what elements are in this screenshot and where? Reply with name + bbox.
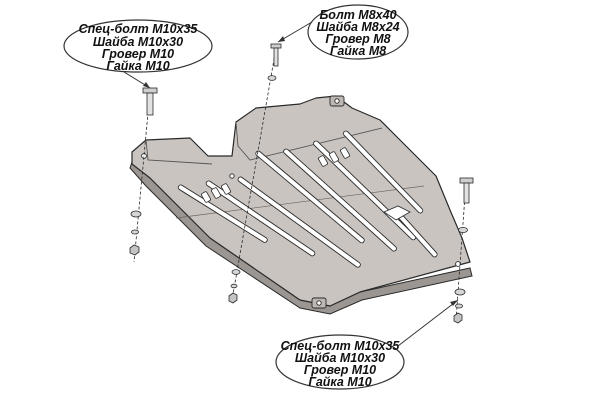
- callout-line: Гровер M10: [102, 47, 174, 61]
- arrowhead: [143, 82, 150, 88]
- vent: [340, 147, 350, 159]
- plate-body: [131, 95, 471, 307]
- spring-washer: [131, 229, 139, 235]
- plate-fold-line: [145, 139, 213, 165]
- callout-top-right: Болт M8x40 Шайба M8x24 Гровер M8 Гайка M…: [307, 4, 409, 60]
- spring-washer: [230, 283, 238, 289]
- bolt-shank: [463, 182, 470, 204]
- bolt-hole: [334, 98, 340, 104]
- slot: [205, 180, 316, 257]
- spring-washer: [455, 303, 463, 309]
- axis-line: [455, 181, 467, 321]
- mounting-tabs: [141, 95, 461, 309]
- skid-plate: [129, 95, 473, 315]
- vent: [318, 155, 328, 167]
- nut: [453, 312, 463, 324]
- callout-line: Гайка M10: [106, 59, 169, 73]
- callout-line: Гровер M10: [304, 363, 376, 377]
- bolt-head: [270, 43, 282, 49]
- callout-line: Болт M8x40: [319, 8, 396, 22]
- callout-line: Шайба M10x30: [93, 35, 183, 49]
- callout-top-left: Спец-болт M10x35 Шайба M10x30 Гровер M10…: [63, 19, 213, 73]
- callout-line: Гайка M8: [330, 44, 386, 58]
- leader-line-bottom: [397, 299, 459, 347]
- plate-vents: [201, 147, 411, 221]
- callout-line: Гровер M8: [325, 32, 390, 46]
- washer: [458, 226, 468, 233]
- callout-line: Шайба M8x24: [316, 20, 399, 34]
- callout-line: Шайба M10x30: [295, 351, 385, 365]
- slot: [255, 150, 365, 244]
- nut: [228, 292, 238, 304]
- callout-bubble: [275, 334, 405, 390]
- washer: [130, 210, 142, 218]
- washer: [267, 75, 277, 81]
- slot: [342, 130, 424, 214]
- bolt-hole: [316, 300, 322, 306]
- vent: [211, 187, 221, 199]
- fastener-stack-top-right: [228, 43, 282, 304]
- bolt-head: [142, 87, 158, 94]
- bolt-hole: [229, 173, 235, 179]
- arrowhead: [278, 36, 285, 42]
- fastener-stack-top-left: [129, 87, 158, 263]
- bolt-shank: [273, 47, 279, 67]
- slot: [237, 176, 361, 268]
- washer: [231, 269, 241, 275]
- access-hatch: [383, 205, 411, 221]
- fastener-stack-right: [453, 177, 474, 324]
- slot: [283, 148, 397, 252]
- leader-arrowheads: [143, 36, 458, 306]
- bolt-head: [459, 177, 474, 184]
- vent: [221, 183, 231, 195]
- bolt-shank: [146, 92, 154, 116]
- callout-line: Спец-болт M10x35: [79, 22, 199, 36]
- callout-line: Спец-болт M10x35: [281, 339, 401, 353]
- vent: [201, 191, 211, 203]
- callout-line: Гайка M10: [308, 375, 371, 389]
- arrowhead: [450, 300, 458, 306]
- nut: [129, 244, 140, 256]
- axis-line: [231, 47, 277, 301]
- slot: [177, 184, 268, 243]
- vent: [329, 151, 339, 163]
- callout-bottom: Спец-болт M10x35 Шайба M10x30 Гровер M10…: [275, 334, 405, 390]
- callout-bubble: [63, 19, 213, 73]
- washer: [454, 288, 466, 296]
- callout-bubble: [307, 4, 409, 60]
